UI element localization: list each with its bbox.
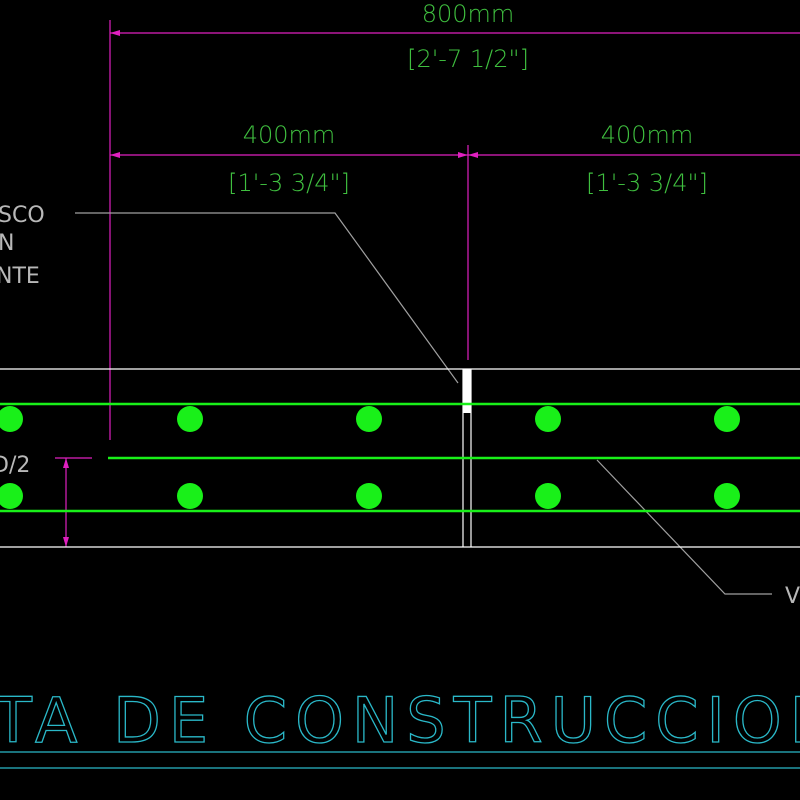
note-left-line-2: N xyxy=(0,231,14,256)
leader-line-right xyxy=(596,459,772,595)
rebar-section xyxy=(356,406,382,432)
rebar-section xyxy=(177,406,203,432)
rebar-section xyxy=(177,483,203,509)
dim-left-imperial: [1'-3 3/4"] xyxy=(228,169,350,197)
joint-insert xyxy=(463,369,471,413)
rebar-section xyxy=(0,406,23,432)
rebar-section xyxy=(714,406,740,432)
note-left-line-1: SCO xyxy=(0,203,45,228)
note-left-line-3: NTE xyxy=(0,264,40,289)
dim-total-metric: 800mm xyxy=(422,0,515,28)
rebar-section xyxy=(535,483,561,509)
rebar-section xyxy=(356,483,382,509)
rebar-section xyxy=(0,483,23,509)
rebar-section xyxy=(714,483,740,509)
dim-half-label: D/2 xyxy=(0,453,30,478)
rebar-sections xyxy=(0,406,740,509)
note-right: V xyxy=(785,584,800,609)
dim-total-imperial: [2'-7 1/2"] xyxy=(407,45,529,73)
dim-right-imperial: [1'-3 3/4"] xyxy=(586,169,708,197)
dim-left-metric: 400mm xyxy=(243,121,336,149)
rebar-section xyxy=(535,406,561,432)
leader-line-left xyxy=(75,212,459,384)
drawing-title: TA DE CONSTRUCCION xyxy=(0,684,800,757)
dim-right-metric: 400mm xyxy=(601,121,694,149)
